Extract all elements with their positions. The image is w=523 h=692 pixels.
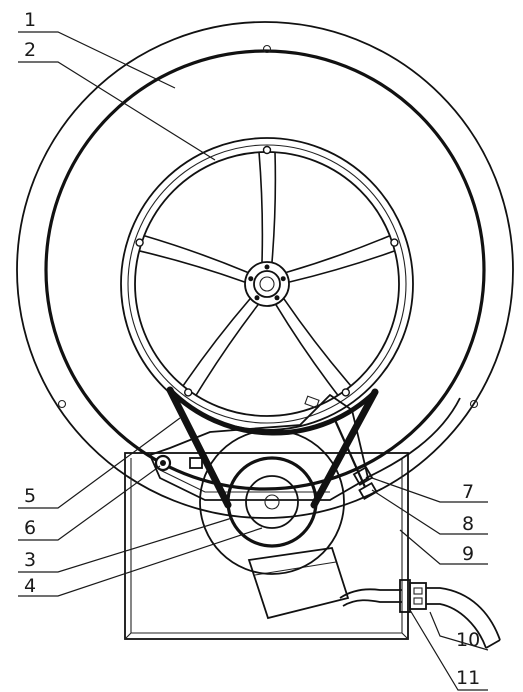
mount-hole-top [262,44,272,54]
external-cable-bottom [426,603,487,649]
pulley-spoke-edge [289,250,396,283]
label-9: 9 [462,543,474,565]
housing-outer-rim [16,21,514,519]
housing-cover-edge [365,397,461,479]
pulley-shaft [259,276,275,292]
cable-end [485,639,501,649]
belt-right-run [310,388,379,509]
mount-hole-right [469,399,479,409]
label-10: 10 [456,629,480,651]
leader-1 [18,31,176,89]
external-cable-top [426,587,501,641]
cable-assembly [339,579,501,649]
drive-pulley-hub [245,475,299,529]
label-7: 7 [462,481,474,503]
mount-hole-left [57,399,67,409]
housing-inner-edge [44,49,486,491]
tension-nut-upper [352,466,374,486]
leader-3 [18,517,233,573]
belt-left-run [166,386,232,509]
pulley-spoke-edge [182,298,251,387]
leader-5 [18,417,181,509]
hub-bolt [264,264,270,270]
spoke-rivet [341,388,350,397]
motor-housing [199,429,345,575]
label-6: 6 [24,517,36,539]
base-box-outline [124,452,409,640]
label-5: 5 [24,485,36,507]
leader-7 [371,477,488,503]
leader-2 [18,61,216,161]
base-box-inner-edge [124,632,409,640]
label-1: 1 [24,9,36,31]
drive-pulley [226,456,318,548]
bracket-bolt-left [189,457,203,469]
pulley-spoke-edge [138,250,245,283]
gland-body [409,582,427,610]
spoke-rivet [390,238,399,247]
bracket-inner-line [159,469,330,493]
drive-pulley-rim [226,456,318,548]
part-labels: 1 2 5 6 3 4 7 8 9 10 11 [24,9,480,689]
large-pulley [120,137,414,431]
leader-4 [18,527,263,597]
pulley-hub-outer [244,261,290,307]
gland-detail-top [413,587,423,595]
motor-body-line [254,561,337,576]
spoke-rivet [262,145,272,155]
housing [16,21,514,519]
motor-body [247,547,350,620]
internal-cable-bottom [342,599,402,607]
label-2: 2 [24,39,36,61]
hub-bolt [254,295,260,301]
pulley-spoke-edge [271,151,277,263]
gland-detail-bottom [413,597,423,605]
spoke-rivet [183,388,193,397]
pulley-rim-groove [127,144,407,424]
drive-pulley-shaft [264,494,280,510]
pulley-spoke-edge [258,151,264,263]
label-8: 8 [462,513,474,535]
pulley-spoke-edge [275,304,339,396]
pulley-spoke-edge [195,304,259,396]
pulley-rim-outer [120,137,414,431]
pulley-spoke-edge [143,234,248,274]
hub-bolt [280,276,286,282]
v-belt [166,386,379,509]
pulley-rim-inner [134,151,400,417]
pivot-bolt-center [160,460,166,466]
label-3: 3 [24,549,36,571]
leader-lines [18,31,489,691]
leader-11 [409,609,488,691]
leader-8 [371,489,488,535]
belt-wrap-large [168,388,377,436]
pulley-spoke-edge [283,298,352,387]
pulley-spokes [135,145,399,397]
spoke-rivet [135,238,144,247]
label-11: 11 [456,667,480,689]
label-4: 4 [24,575,36,597]
leader-6 [18,465,161,541]
pulley-spoke-edge [286,234,391,274]
pulley-hub-inner [253,270,281,298]
hub-bolt [274,295,280,301]
hub-bolt [248,276,254,282]
internal-cable-top [339,588,402,599]
tension-nut-lower [358,481,378,501]
electric-motor [199,429,350,620]
bracket-clip [304,395,320,409]
leader-10 [429,611,489,651]
tension-rod [333,419,367,488]
leader-9 [399,529,488,565]
